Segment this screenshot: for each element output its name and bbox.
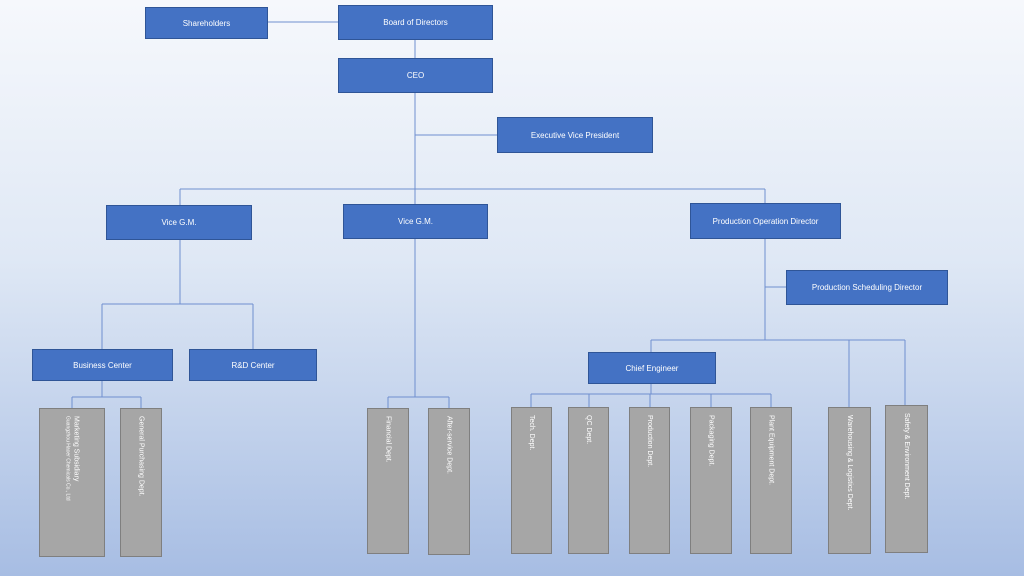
ceo-box: CEO xyxy=(338,58,493,93)
dept-label: Packaging Dept. xyxy=(707,415,715,467)
plant-equipment-dept: Plant Equipment Dept. xyxy=(750,407,792,554)
after-service-dept: After-service Dept. xyxy=(428,408,470,555)
vice-gm-left-box: Vice G.M. xyxy=(106,205,252,240)
executive-vice-president-box: Executive Vice President xyxy=(497,117,653,153)
rd-center-box: R&D Center xyxy=(189,349,317,381)
vice-gm-middle-box: Vice G.M. xyxy=(343,204,488,239)
shareholders-box: Shareholders xyxy=(145,7,268,39)
safety-environment-dept: Safety & Environment Dept. xyxy=(885,405,928,553)
dept-label: Tech. Dept. xyxy=(528,415,535,451)
dept-label: Production Dept. xyxy=(646,415,653,468)
packaging-dept: Packaging Dept. xyxy=(690,407,732,554)
production-dept: Production Dept. xyxy=(629,407,670,554)
chief-engineer-box: Chief Engineer xyxy=(588,352,716,384)
qc-dept: QC Dept. xyxy=(568,407,609,554)
dept-label: Safety & Environment Dept. xyxy=(903,413,910,500)
production-scheduling-director-box: Production Scheduling Director xyxy=(786,270,948,305)
dept-sublabel: Guangzhou Haoer Chemicals Co., Ltd xyxy=(64,416,71,501)
dept-label: Marketing Subsidiary xyxy=(72,416,80,482)
production-operation-director-box: Production Operation Director xyxy=(690,203,841,239)
dept-label: After-service Dept. xyxy=(445,416,453,474)
board-of-directors-box: Board of Directors xyxy=(338,5,493,40)
dept-label: Plant Equipment Dept. xyxy=(767,415,775,486)
dept-label: Warehousing & Logistics Dept. xyxy=(846,415,853,511)
general-purchasing-dept: General Purchasing Dept. xyxy=(120,408,162,557)
warehousing-logistics-dept: Warehousing & Logistics Dept. xyxy=(828,407,871,554)
tech-dept: Tech. Dept. xyxy=(511,407,552,554)
marketing-subsidiary-dept: Marketing Subsidiary Guangzhou Haoer Che… xyxy=(39,408,105,557)
financial-dept: Financial Dept. xyxy=(367,408,409,554)
dept-label: Financial Dept. xyxy=(384,416,392,463)
dept-label: General Purchasing Dept. xyxy=(137,416,145,497)
business-center-box: Business Center xyxy=(32,349,173,381)
dept-label: QC Dept. xyxy=(585,415,592,445)
